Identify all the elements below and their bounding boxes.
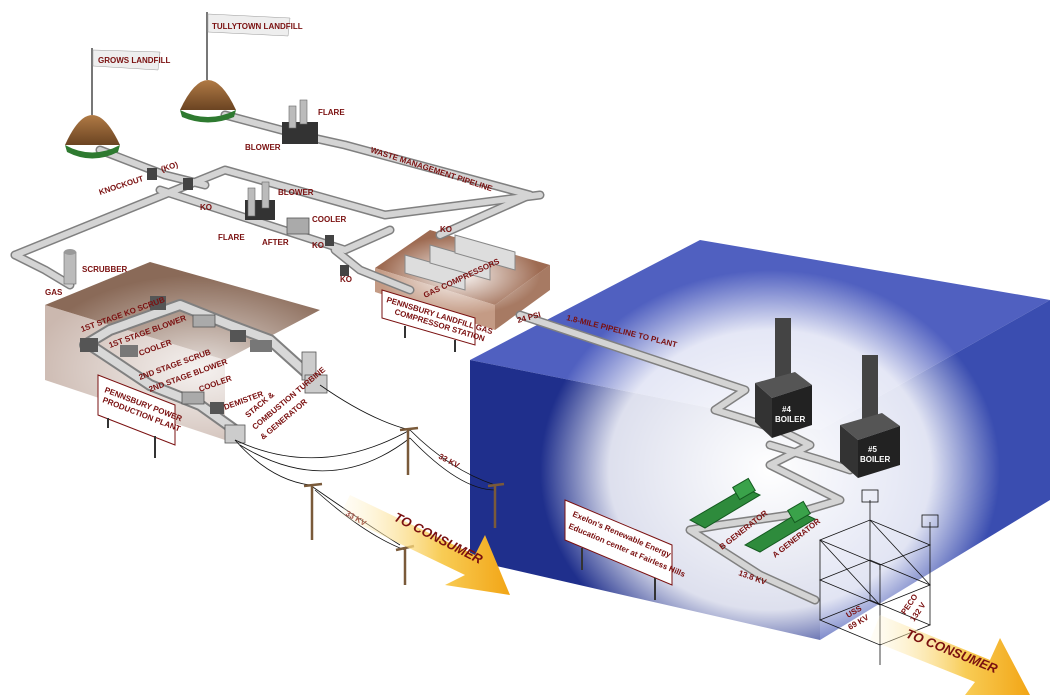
- fairless-hills-building: [470, 240, 1050, 670]
- to-consumer-arrow-right: TO CONSUMER: [870, 615, 1030, 695]
- tullytown-landfill: TULLYTOWN LANDFILL: [180, 12, 303, 123]
- after-label: AFTER: [262, 238, 289, 247]
- grows-landfill: GROWS LANDFILL: [65, 48, 171, 159]
- waste-management-pipeline-label: WASTE MANAGEMENT PIPELINE: [369, 145, 494, 193]
- tullytown-landfill-label: TULLYTOWN LANDFILL: [212, 22, 303, 31]
- grows-landfill-label: GROWS LANDFILL: [98, 56, 171, 65]
- middle-ko3-label: KO: [340, 275, 352, 284]
- substation-tower: [818, 489, 939, 665]
- gas-label: GAS: [45, 288, 63, 297]
- wm-flare-label: FLARE: [318, 108, 345, 117]
- middle-flare-label: FLARE: [218, 233, 245, 242]
- wm-blower-label: BLOWER: [245, 143, 281, 152]
- gas-scrubber: GAS SCRUBBER: [45, 249, 128, 297]
- boiler5-label: BOILER: [860, 455, 890, 464]
- middle-ko-label: KO: [200, 203, 212, 212]
- boiler4-num: #4: [782, 405, 791, 414]
- boiler-5: #5 BOILER: [840, 355, 900, 478]
- middle-cooler-label: COOLER: [312, 215, 346, 224]
- middle-treatment-train: KO FLARE BLOWER AFTER COOLER KO KO KO: [200, 181, 452, 284]
- knockout-label: KNOCKOUT: [98, 174, 145, 197]
- middle-ko2-label: KO: [312, 241, 324, 250]
- scrubber-label: SCRUBBER: [82, 265, 128, 274]
- waste-management-equipment: BLOWER FLARE WASTE MANAGEMENT PIPELINE: [245, 99, 494, 194]
- middle-ko4-label: KO: [440, 225, 452, 234]
- power-line-kv-a: 33 KV: [437, 452, 461, 471]
- middle-blower-label: BLOWER: [278, 188, 314, 197]
- boiler4-label: BOILER: [775, 415, 805, 424]
- boiler5-num: #5: [868, 445, 877, 454]
- power-plant-base: [30, 262, 370, 465]
- boiler-4: #4 BOILER: [755, 318, 812, 438]
